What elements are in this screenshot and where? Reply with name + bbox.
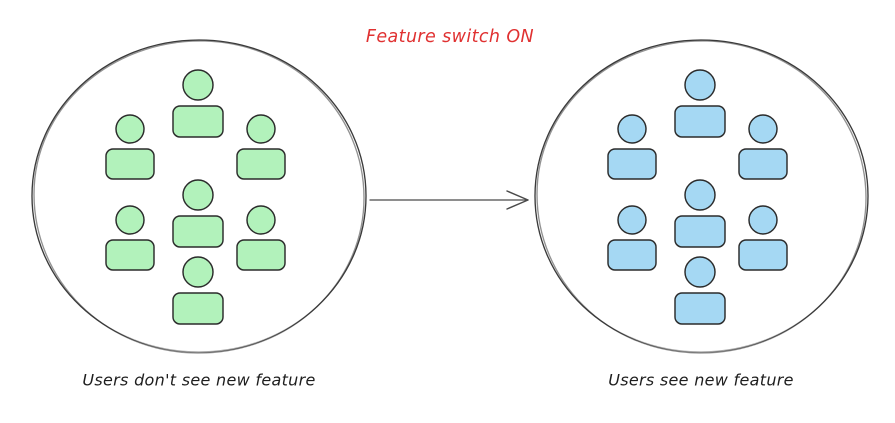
person-head-icon — [182, 179, 214, 211]
person-body-icon — [674, 215, 726, 248]
person-head-icon — [684, 69, 716, 101]
user-icon-mid-left[interactable] — [105, 205, 155, 271]
person-head-icon — [115, 114, 145, 144]
person-body-icon — [236, 148, 286, 180]
user-icon-bottom-center[interactable] — [674, 256, 726, 325]
diagram-title: Feature switch ON — [366, 27, 534, 47]
person-body-icon — [674, 105, 726, 138]
person-head-icon — [617, 205, 647, 235]
user-icon-mid-center[interactable] — [172, 179, 224, 248]
person-head-icon — [115, 205, 145, 235]
person-head-icon — [748, 114, 778, 144]
transition-arrow — [369, 190, 529, 210]
person-body-icon — [674, 292, 726, 325]
person-head-icon — [617, 114, 647, 144]
person-body-icon — [607, 239, 657, 271]
user-group-feature-on[interactable] — [534, 39, 869, 354]
person-body-icon — [105, 239, 155, 271]
person-head-icon — [748, 205, 778, 235]
person-head-icon — [684, 179, 716, 211]
caption-left: Users don't see new feature — [82, 371, 315, 390]
caption-right: Users see new feature — [608, 371, 794, 390]
people-cluster-right — [607, 69, 788, 325]
user-icon-upper-right[interactable] — [738, 114, 788, 180]
user-icon-mid-right[interactable] — [236, 205, 286, 271]
user-icon-mid-center[interactable] — [674, 179, 726, 248]
person-body-icon — [172, 105, 224, 138]
user-icon-mid-left[interactable] — [607, 205, 657, 271]
person-head-icon — [246, 205, 276, 235]
user-icon-mid-right[interactable] — [738, 205, 788, 271]
user-icon-top-center[interactable] — [172, 69, 224, 138]
person-body-icon — [607, 148, 657, 180]
user-group-feature-off[interactable] — [31, 39, 367, 354]
person-head-icon — [182, 69, 214, 101]
person-body-icon — [738, 148, 788, 180]
user-icon-bottom-center[interactable] — [172, 256, 224, 325]
person-body-icon — [236, 239, 286, 271]
person-body-icon — [105, 148, 155, 180]
person-body-icon — [738, 239, 788, 271]
user-icon-upper-left[interactable] — [105, 114, 155, 180]
person-body-icon — [172, 215, 224, 248]
user-icon-top-center[interactable] — [674, 69, 726, 138]
people-cluster-left — [105, 69, 286, 325]
person-head-icon — [246, 114, 276, 144]
person-head-icon — [684, 256, 716, 288]
person-body-icon — [172, 292, 224, 325]
arrow-head-icon — [506, 190, 529, 210]
user-icon-upper-right[interactable] — [236, 114, 286, 180]
person-head-icon — [182, 256, 214, 288]
user-icon-upper-left[interactable] — [607, 114, 657, 180]
